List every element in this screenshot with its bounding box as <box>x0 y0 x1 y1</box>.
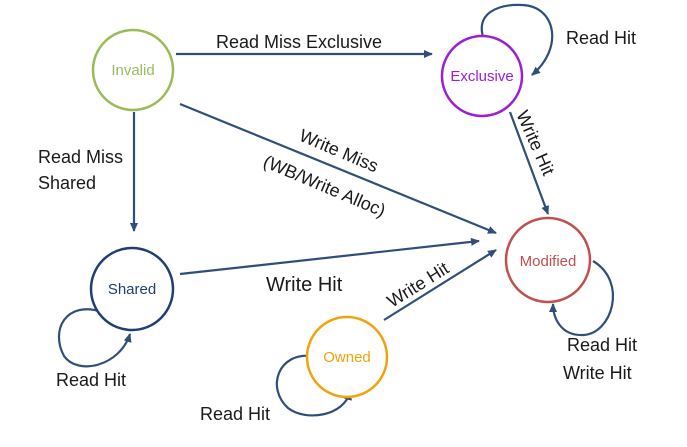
label-read-miss-shared-line1: Read Miss <box>38 147 123 167</box>
state-owned-label: Owned <box>323 349 371 366</box>
state-exclusive-label: Exclusive <box>450 68 513 85</box>
loop-modified-read-write-hit <box>549 260 615 337</box>
edge-exclusive-to-modified <box>508 111 550 215</box>
label-modified-write-hit: Write Hit <box>563 363 632 383</box>
label-shared-read-hit: Read Hit <box>56 370 126 390</box>
label-read-miss-exclusive: Read Miss Exclusive <box>216 32 382 52</box>
label-modified-read-hit: Read Hit <box>567 335 637 355</box>
edge-shared-to-modified <box>179 237 480 276</box>
loop-shared-read-hit <box>57 308 132 368</box>
label-shared-write-hit: Write Hit <box>266 274 343 296</box>
state-owned: Owned <box>305 315 389 399</box>
loop-exclusive-read-hit <box>480 3 554 76</box>
edge-invalid-to-modified <box>179 102 497 235</box>
state-shared-label: Shared <box>108 281 156 298</box>
label-exclusive-write-hit: Write Hit <box>512 107 558 178</box>
state-modified: Modified <box>504 216 592 304</box>
edge-owned-to-modified <box>383 249 497 321</box>
label-read-miss-shared-line2: Shared <box>38 173 96 193</box>
loop-owned-read-hit <box>275 354 352 417</box>
label-owned-read-hit: Read Hit <box>200 404 270 424</box>
state-invalid-label: Invalid <box>111 62 154 79</box>
state-modified-label: Modified <box>520 253 577 270</box>
label-exclusive-read-hit: Read Hit <box>566 28 636 48</box>
state-invalid: Invalid <box>91 28 175 112</box>
state-shared: Shared <box>89 246 175 332</box>
state-exclusive: Exclusive <box>440 34 524 118</box>
